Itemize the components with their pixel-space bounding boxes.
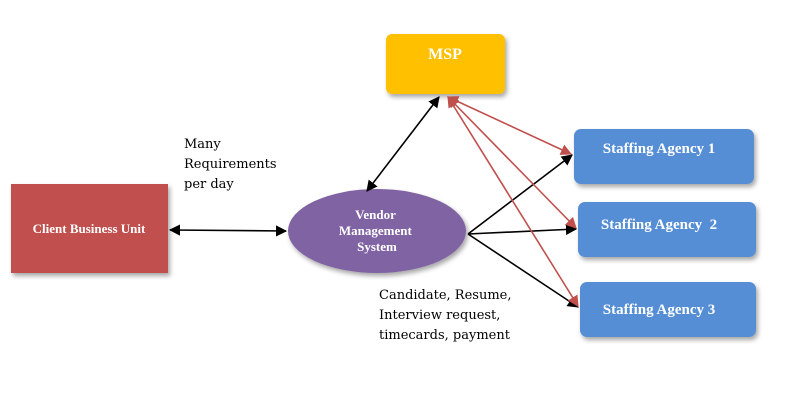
staffing-agency-1-label: Staffing Agency 1 (603, 141, 716, 157)
client-business-unit-node (11, 184, 168, 273)
msp-node (386, 34, 505, 94)
documents-note: Candidate, Resume, Interview request, ti… (379, 288, 512, 343)
vms-agency-1-arrow (467, 154, 573, 235)
staffing-agency-2-node (578, 202, 756, 257)
staffing-agency-3-label: Staffing Agency 3 (603, 302, 716, 318)
vendor-management-system-node (288, 189, 466, 273)
vms-label-line-2: Management (339, 223, 413, 238)
vms-label-line-1: Vendor (355, 207, 396, 222)
red-connectors (446, 96, 579, 307)
msp-agency-3-arrow (447, 96, 579, 307)
vms-agency-2-arrow (467, 223, 578, 236)
vms-label-line-3: System (357, 239, 397, 254)
staffing-agency-3-node (580, 282, 756, 337)
msp-agency-2-arrow (447, 96, 577, 229)
vms-msp-arrow (366, 96, 440, 192)
staffing-agency-2-label: Staffing Agency 2 (601, 217, 717, 233)
msp-label: MSP (428, 46, 462, 63)
requirements-note: Many Requirements per day (184, 137, 277, 192)
client-business-unit-label: Client Business Unit (33, 221, 146, 236)
vendor-management-system-label: Vendor Management System (339, 207, 415, 254)
staffing-agency-1-node (574, 129, 754, 184)
client-vms-arrow (168, 224, 288, 237)
